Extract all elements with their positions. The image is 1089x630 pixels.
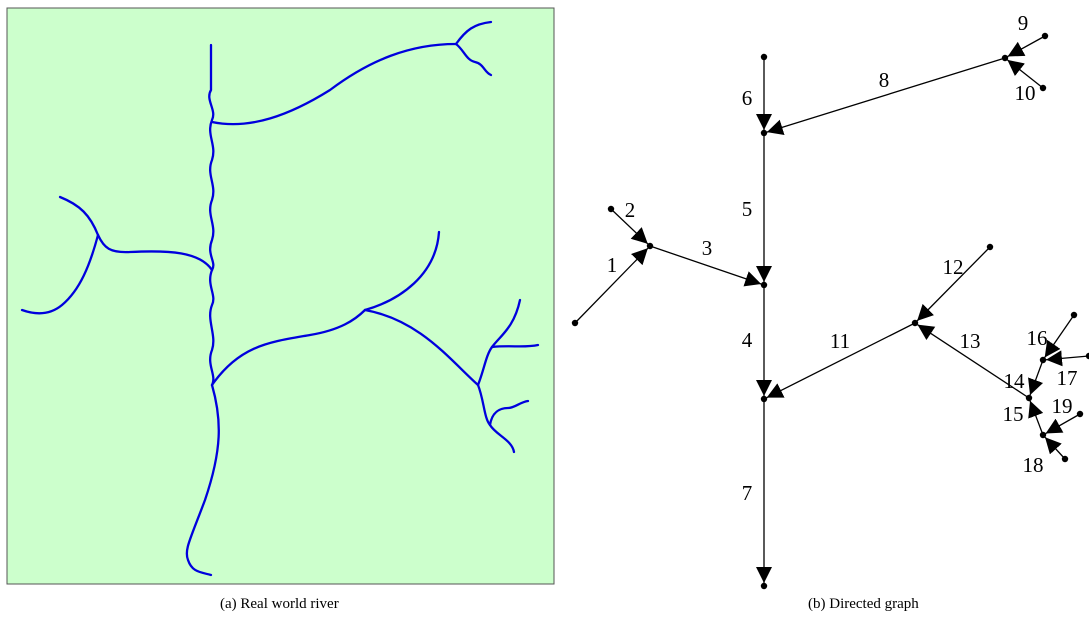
graph-node-n14	[1025, 394, 1033, 402]
edge-label-6: 6	[742, 86, 753, 110]
edge-label-3: 3	[702, 236, 713, 260]
graph-node-n9	[1001, 54, 1009, 62]
graph-edge-11	[766, 322, 916, 399]
graph-node-n13	[986, 243, 994, 251]
edge-label-16: 16	[1027, 326, 1048, 350]
graph-node-n16	[1039, 431, 1047, 439]
river-upper-fork-north	[454, 20, 493, 46]
graph-edge-3	[649, 245, 762, 287]
graph-edge-9	[1007, 35, 1046, 58]
river-map-background	[6, 7, 555, 585]
graph-node-n2	[646, 242, 654, 250]
graph-edge-8	[766, 57, 1006, 135]
edge-label-18: 18	[1023, 453, 1044, 477]
edge-label-13: 13	[960, 329, 981, 353]
edge-label-11: 11	[830, 329, 850, 353]
river-east-fork-north	[363, 230, 441, 312]
graph-node-n4	[760, 281, 768, 289]
river-upper-fork-south	[454, 42, 493, 77]
edge-label-5: 5	[742, 197, 753, 221]
graph-node-n3	[607, 205, 615, 213]
river-main-channel	[185, 43, 220, 577]
river-west-tributary	[96, 233, 214, 272]
river-panel	[6, 7, 555, 585]
edge-label-2: 2	[625, 198, 636, 222]
graph-node-n15	[1039, 356, 1047, 364]
graph-edge-17	[1045, 350, 1089, 367]
river-east-tributary	[210, 308, 367, 387]
edge-label-15: 15	[1003, 402, 1024, 426]
graph-node-n7	[760, 53, 768, 61]
graph-edge-14	[1028, 359, 1044, 396]
river-upper-tributary	[210, 42, 458, 126]
graph-node-n8	[760, 582, 768, 590]
river-east-lower-spur	[488, 399, 530, 427]
graph-node-n19	[1061, 455, 1069, 463]
graph-edge-19	[1045, 413, 1081, 435]
graph-node-n5	[760, 395, 768, 403]
graph-nodes	[571, 32, 1089, 590]
graph-edge-13	[917, 324, 1030, 399]
graph-node-n20	[1076, 410, 1084, 418]
edge-label-10: 10	[1015, 81, 1036, 105]
river-caption: (a) Real world river	[220, 596, 339, 612]
edge-label-4: 4	[742, 328, 753, 352]
graph-edge-1	[574, 247, 649, 324]
graph-node-n11	[1039, 84, 1047, 92]
graph-edge-10	[1006, 59, 1044, 89]
graph-edge-2	[610, 208, 649, 245]
river-west-fork-north	[58, 195, 100, 237]
graph-node-n12	[911, 319, 919, 327]
edge-label-17: 17	[1057, 366, 1078, 390]
graph-node-n10	[1041, 32, 1049, 40]
river-east-upper-spur	[490, 343, 540, 349]
edge-label-7: 7	[742, 481, 753, 505]
edge-label-1: 1	[607, 253, 618, 277]
graph-node-n18	[1085, 352, 1089, 360]
edge-label-12: 12	[943, 255, 964, 279]
graph-node-n6	[760, 129, 768, 137]
graph-edges	[574, 35, 1089, 583]
graph-node-n17	[1070, 311, 1078, 319]
graph-node-n1	[571, 319, 579, 327]
edge-label-9: 9	[1018, 11, 1029, 35]
graph-edge-18	[1044, 436, 1066, 460]
graph-edge-16	[1044, 314, 1075, 358]
edge-label-14: 14	[1004, 369, 1026, 393]
river-west-fork-south	[20, 233, 100, 315]
graph-edge-15	[1028, 400, 1044, 436]
edge-label-8: 8	[879, 68, 890, 92]
river-network	[20, 20, 540, 577]
river-east-branch	[363, 308, 480, 387]
edge-label-19: 19	[1052, 394, 1073, 418]
graph-caption: (b) Directed graph	[808, 596, 919, 612]
graph-edge-12	[916, 246, 991, 322]
